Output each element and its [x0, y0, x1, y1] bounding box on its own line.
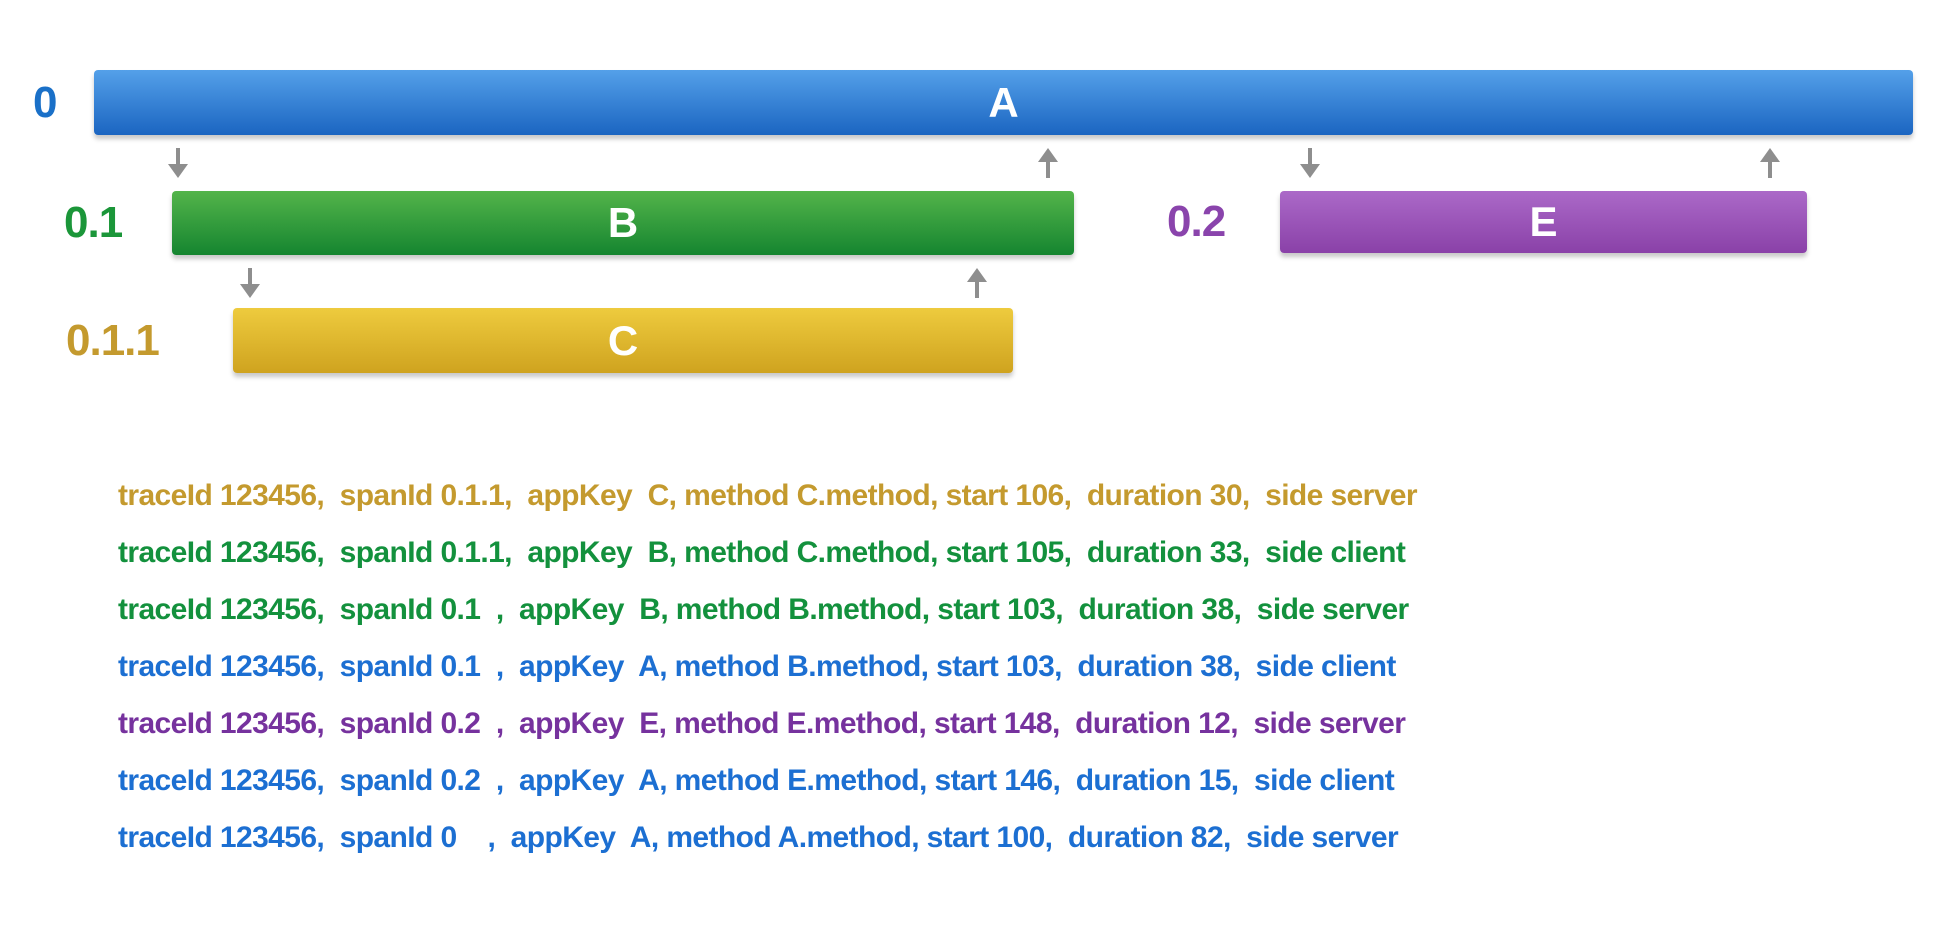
arrow-head: [1760, 148, 1780, 162]
row-label-span-0-1-1: 0.1.1: [66, 316, 160, 365]
arrow-head: [168, 164, 188, 178]
arrow-stem: [176, 148, 180, 165]
span-bar-E-label: E: [1529, 198, 1558, 245]
arrow-stem: [1308, 148, 1312, 165]
span-bar-B-label: B: [607, 199, 639, 246]
trace-log-line: traceId 123456, spanId 0.1.1, appKey C, …: [118, 479, 1418, 512]
up-arrow-icon: [1038, 148, 1058, 178]
span-bar-C: C: [233, 308, 1013, 373]
span-bar-B: B: [172, 191, 1074, 255]
trace-log-line: traceId 123456, spanId 0.2 , appKey A, m…: [118, 764, 1395, 797]
trace-log-line: traceId 123456, spanId 0.1 , appKey B, m…: [118, 593, 1409, 626]
arrow-stem: [248, 268, 252, 285]
down-arrow-icon: [1300, 148, 1320, 178]
row-label-span-0: 0: [33, 78, 58, 127]
arrow-head: [240, 284, 260, 298]
arrow-head: [967, 268, 987, 282]
up-arrow-icon: [1760, 148, 1780, 178]
row-label-span-0-2: 0.2: [1167, 197, 1226, 246]
arrow-stem: [975, 281, 979, 298]
down-arrow-icon: [240, 268, 260, 298]
arrow-head: [1300, 164, 1320, 178]
span-bar-E: E: [1280, 191, 1807, 253]
row-label-span-0-1: 0.1: [64, 198, 123, 247]
arrow-stem: [1768, 161, 1772, 178]
trace-log-line: traceId 123456, spanId 0.2 , appKey E, m…: [118, 707, 1406, 740]
span-bar-A-label: A: [988, 79, 1019, 126]
span-bar-C-label: C: [607, 317, 639, 364]
trace-log: traceId 123456, spanId 0.1.1, appKey C, …: [118, 467, 1418, 866]
trace-log-line: traceId 123456, spanId 0 , appKey A, met…: [118, 821, 1399, 854]
span-bar-A: A: [94, 70, 1913, 135]
up-arrow-icon: [967, 268, 987, 298]
arrow-stem: [1046, 161, 1050, 178]
down-arrow-icon: [168, 148, 188, 178]
arrow-head: [1038, 148, 1058, 162]
trace-log-line: traceId 123456, spanId 0.1 , appKey A, m…: [118, 650, 1396, 683]
trace-log-line: traceId 123456, spanId 0.1.1, appKey B, …: [118, 536, 1406, 569]
